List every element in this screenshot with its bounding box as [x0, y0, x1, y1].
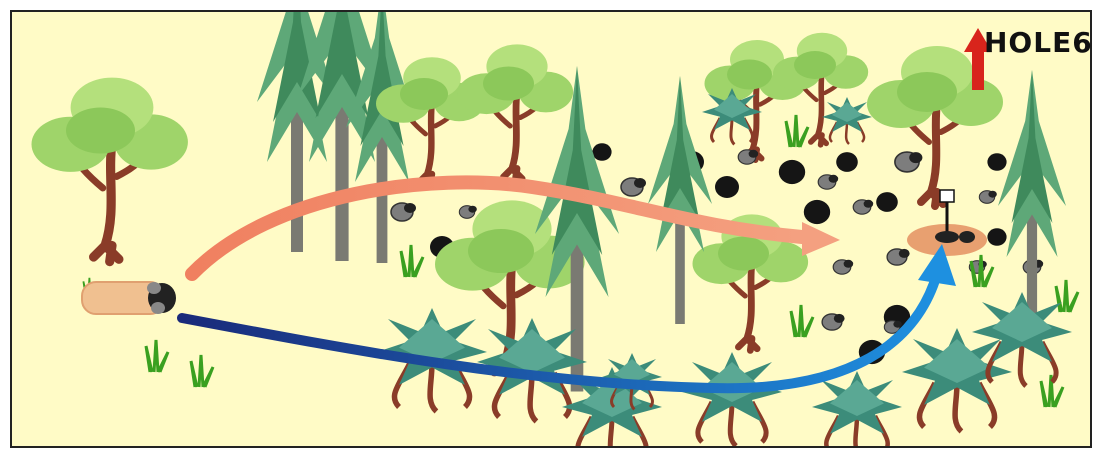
shrub-icon — [822, 97, 872, 144]
primary-route — [182, 274, 937, 388]
tee-pad — [82, 282, 176, 314]
shrub-icon — [972, 292, 1072, 386]
shrub-icon — [812, 371, 902, 448]
course-map — [10, 10, 1092, 448]
alternate-route-arrowhead — [802, 222, 840, 256]
course-map-canvas — [12, 12, 1092, 448]
shrub-icon — [902, 328, 1012, 431]
conifer-tree-icon — [648, 76, 712, 324]
shrub-icon — [702, 88, 762, 144]
shrub-icon — [682, 352, 782, 446]
deciduous-tree-icon — [32, 78, 188, 262]
hole-number-label: HOLE6 — [984, 26, 1093, 59]
